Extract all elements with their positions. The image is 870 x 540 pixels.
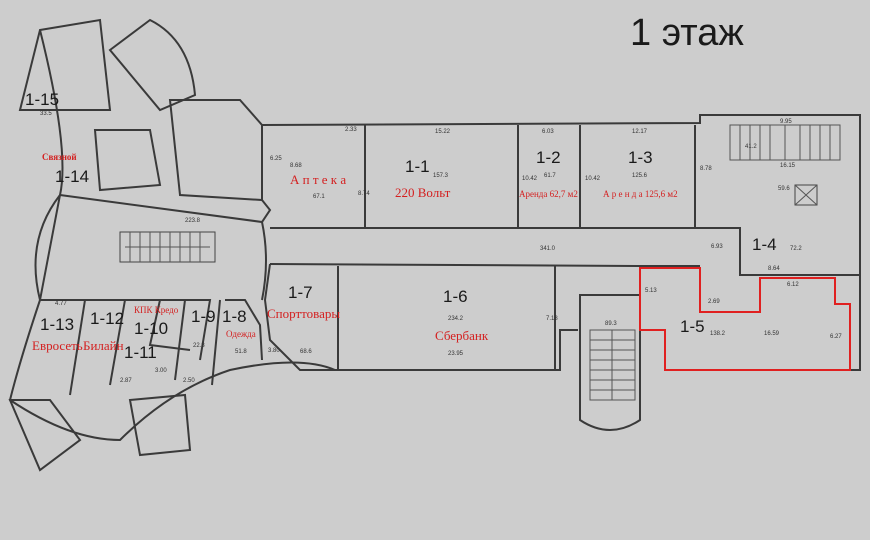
- svg-text:Сбербанк: Сбербанк: [435, 328, 489, 343]
- svg-text:2.87: 2.87: [120, 378, 132, 384]
- svg-text:234.2: 234.2: [448, 316, 464, 322]
- svg-text:8.78: 8.78: [700, 166, 712, 172]
- room-1-11[interactable]: 1-11: [124, 343, 157, 362]
- svg-text:1-13: 1-13: [40, 315, 74, 334]
- svg-text:7.18: 7.18: [546, 316, 558, 322]
- room-1-2[interactable]: 1-2 Аренда 62,7 м2 61.7: [519, 148, 578, 199]
- room-1-12[interactable]: 1-12 Билайн: [83, 309, 124, 353]
- svg-text:6.03: 6.03: [542, 129, 554, 135]
- room-1-10[interactable]: КПК Кредо 1-10: [134, 305, 179, 338]
- svg-text:КПК Кредо: КПК Кредо: [134, 305, 179, 315]
- svg-text:72.2: 72.2: [790, 246, 802, 252]
- floor-title: 1 этаж: [630, 12, 744, 54]
- room-1-5[interactable]: 1-5 138.2: [680, 317, 726, 337]
- room-1-7[interactable]: 1-7 Спорттовары 68.6: [267, 283, 340, 355]
- svg-text:1-6: 1-6: [443, 287, 468, 306]
- svg-text:1-15: 1-15: [25, 90, 59, 109]
- svg-text:Аренда 62,7 м2: Аренда 62,7 м2: [519, 189, 578, 199]
- svg-text:5.13: 5.13: [645, 288, 657, 294]
- svg-text:23.95: 23.95: [448, 351, 464, 357]
- room-1-9[interactable]: 1-9 22.8: [191, 307, 216, 349]
- svg-text:Спорттовары: Спорттовары: [267, 306, 340, 321]
- svg-text:1-5: 1-5: [680, 317, 705, 336]
- svg-text:3.80: 3.80: [268, 348, 280, 354]
- svg-text:Одежда: Одежда: [226, 329, 256, 339]
- room-labels: 1-1 220 Вольт 157.3 1-2 Аренда 62,7 м2 6…: [25, 90, 802, 362]
- room7-area: 59.6: [778, 186, 790, 192]
- svg-text:8.64: 8.64: [768, 266, 780, 272]
- dimensions: 15.22 6.03 12.17 10.42 10.42 8.74 23.95 …: [55, 119, 842, 384]
- room-1-13[interactable]: 1-13 Евросеть: [32, 315, 83, 353]
- svg-text:16.59: 16.59: [764, 331, 780, 337]
- svg-text:1-4: 1-4: [752, 235, 777, 254]
- stair-area: 89.3: [605, 321, 617, 327]
- svg-text:9.95: 9.95: [780, 119, 792, 125]
- room-1-15[interactable]: 1-15 33.5: [25, 90, 59, 117]
- svg-text:6.27: 6.27: [830, 334, 842, 340]
- svg-text:1-10: 1-10: [134, 319, 168, 338]
- svg-text:Билайн: Билайн: [83, 338, 124, 353]
- svg-text:1-11: 1-11: [124, 343, 157, 362]
- room-1-1[interactable]: 1-1 220 Вольт 157.3: [395, 157, 451, 200]
- svg-text:6.25: 6.25: [270, 156, 282, 162]
- svg-text:3.00: 3.00: [155, 368, 167, 374]
- svg-text:1-2: 1-2: [536, 148, 561, 167]
- room-1-14[interactable]: Связной 1-14: [42, 152, 89, 186]
- svg-text:51.8: 51.8: [235, 349, 247, 355]
- svg-text:1-1: 1-1: [405, 157, 430, 176]
- svg-text:А р е н д а 125,6 м2: А р е н д а 125,6 м2: [603, 189, 678, 199]
- svg-text:68.6: 68.6: [300, 349, 312, 355]
- svg-text:1-8: 1-8: [222, 307, 247, 326]
- svg-text:1-3: 1-3: [628, 148, 653, 167]
- svg-text:10.42: 10.42: [585, 176, 601, 182]
- svg-text:2.69: 2.69: [708, 299, 720, 305]
- svg-text:2.50: 2.50: [183, 378, 195, 384]
- svg-text:А п т е к а: А п т е к а: [290, 172, 346, 187]
- svg-text:33.5: 33.5: [40, 111, 52, 117]
- svg-text:1-14: 1-14: [55, 167, 89, 186]
- svg-text:2.33: 2.33: [345, 127, 357, 133]
- room8-area: 41.2: [745, 144, 757, 150]
- svg-text:Евросеть: Евросеть: [32, 338, 83, 353]
- svg-text:61.7: 61.7: [544, 173, 556, 179]
- svg-text:15.22: 15.22: [435, 129, 451, 135]
- svg-text:220 Вольт: 220 Вольт: [395, 185, 451, 200]
- room-1-4[interactable]: 1-4 72.2: [752, 235, 802, 254]
- svg-text:22.8: 22.8: [193, 343, 205, 349]
- svg-text:6.12: 6.12: [787, 282, 799, 288]
- svg-text:67.1: 67.1: [313, 194, 325, 200]
- room-1-6[interactable]: 1-6 Сбербанк 234.2: [435, 287, 489, 343]
- svg-text:157.3: 157.3: [433, 173, 449, 179]
- svg-text:138.2: 138.2: [710, 331, 726, 337]
- svg-text:Связной: Связной: [42, 152, 77, 162]
- svg-text:12.17: 12.17: [632, 129, 648, 135]
- svg-text:8.68: 8.68: [290, 163, 302, 169]
- svg-text:1-9: 1-9: [191, 307, 216, 326]
- svg-text:10.42: 10.42: [522, 176, 538, 182]
- hall-area: 341.0: [540, 246, 556, 252]
- svg-text:1-12: 1-12: [90, 309, 124, 328]
- svg-text:16.15: 16.15: [780, 163, 796, 169]
- walls: [8, 18, 861, 472]
- svg-text:4.77: 4.77: [55, 301, 67, 307]
- svg-text:125.6: 125.6: [632, 173, 648, 179]
- svg-text:1-7: 1-7: [288, 283, 313, 302]
- svg-text:8.74: 8.74: [358, 191, 370, 197]
- svg-text:6.93: 6.93: [711, 244, 723, 250]
- room-pharmacy[interactable]: А п т е к а 67.1: [290, 172, 346, 200]
- room-1-8[interactable]: 1-8 Одежда 51.8: [222, 307, 256, 355]
- atrium-area: 223.8: [185, 218, 201, 224]
- room-1-3[interactable]: 1-3 А р е н д а 125,6 м2 125.6: [603, 148, 678, 199]
